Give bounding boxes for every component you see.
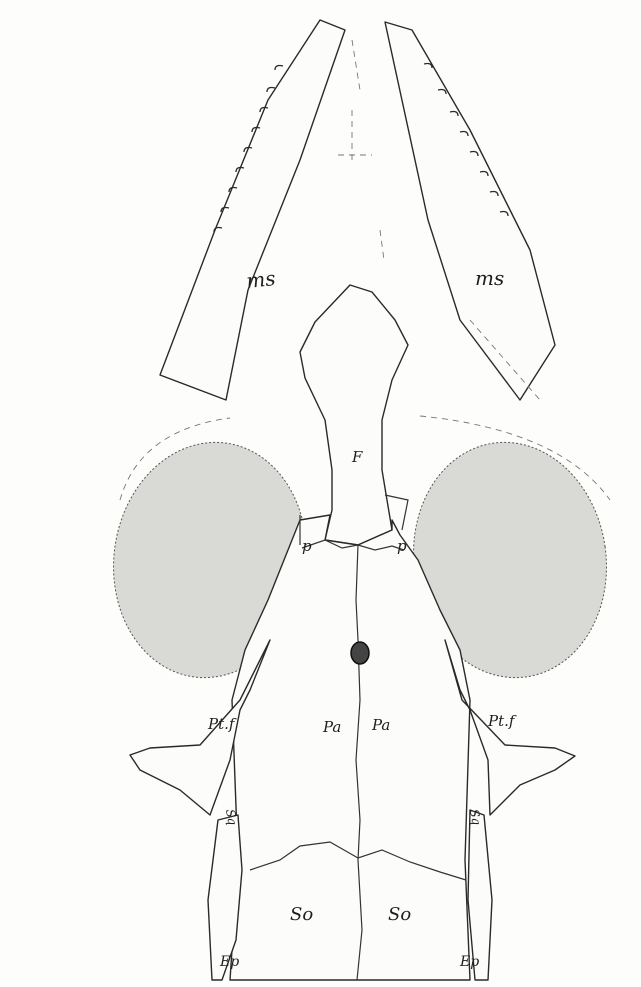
label-ep-left: Ep — [219, 954, 239, 970]
label-ms-left: ms — [245, 266, 277, 293]
label-so-left: So — [290, 904, 313, 925]
parietal-foramen — [351, 642, 369, 664]
label-p-left: p — [302, 537, 312, 555]
label-sq-right: Sq — [467, 808, 484, 826]
label-ptf-left: Pt.f — [207, 715, 237, 733]
label-frontal: F — [351, 448, 363, 466]
label-p-right: p — [397, 537, 407, 555]
label-ep-right: Ep — [459, 954, 479, 970]
label-pa-left: Pa — [322, 718, 341, 736]
label-so-right: So — [388, 904, 411, 925]
label-ptf-right: Pt.f — [487, 712, 517, 730]
label-pa-right: Pa — [371, 716, 390, 734]
label-sq-left: Sq — [223, 808, 240, 826]
label-ms-right: ms — [475, 266, 504, 290]
frontal-bone — [300, 285, 408, 545]
